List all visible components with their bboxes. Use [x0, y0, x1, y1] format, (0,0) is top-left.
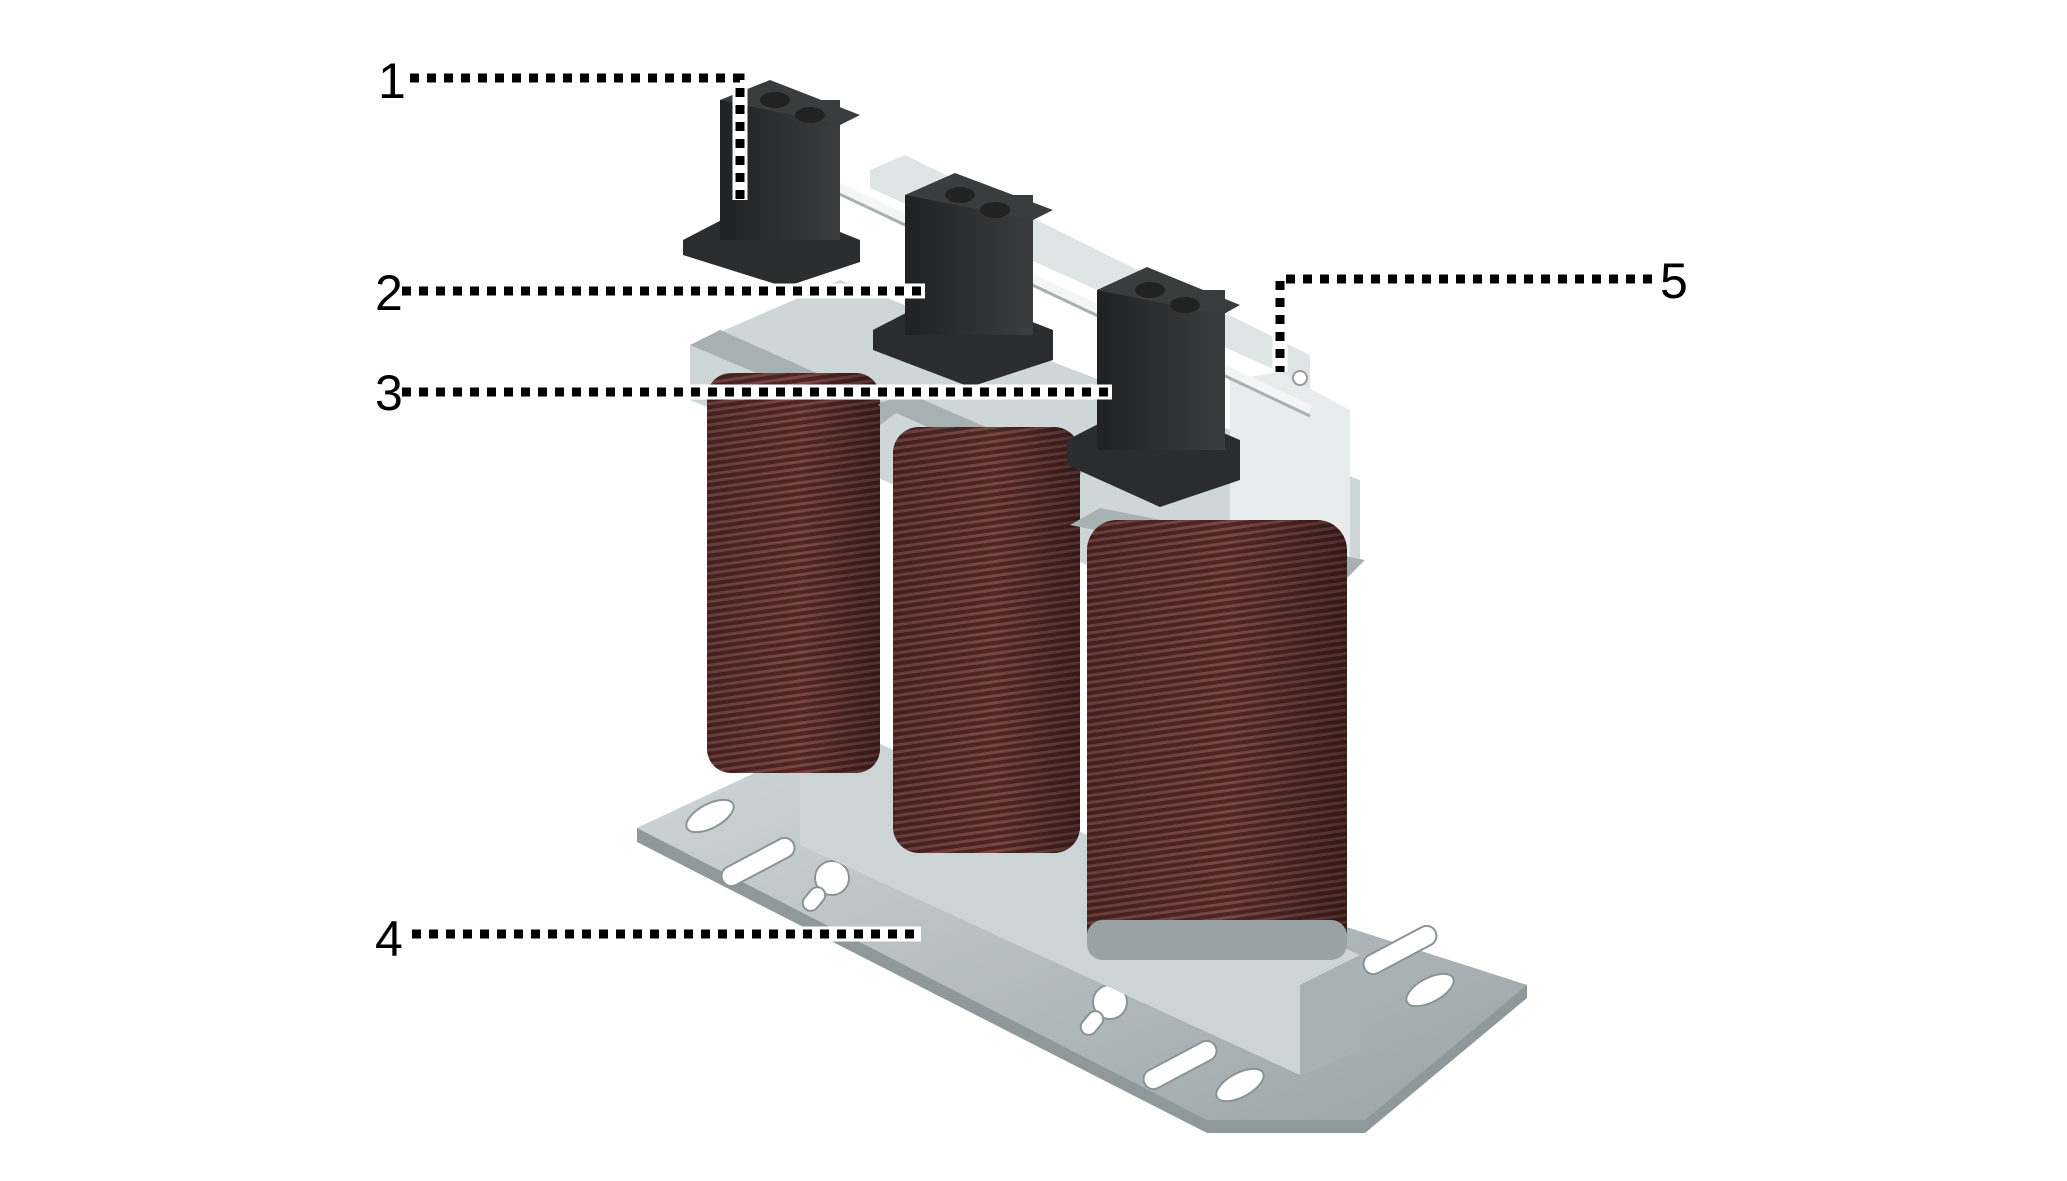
terminal-block-1: [683, 80, 860, 287]
callout-line-1: [410, 70, 748, 200]
callout-line-5: [1272, 271, 1652, 372]
coil-1: [690, 330, 900, 773]
callout-label-3: 3: [375, 365, 403, 421]
callout-label-5: 5: [1660, 253, 1688, 309]
terminal-block-2: [873, 173, 1053, 387]
terminal-block-3: [1067, 267, 1240, 507]
coil-2: [878, 392, 1085, 853]
callout-label-4: 4: [375, 911, 403, 967]
coil-3: [1070, 508, 1365, 960]
callout-label-1: 1: [378, 53, 406, 109]
callout-label-2: 2: [375, 265, 403, 321]
